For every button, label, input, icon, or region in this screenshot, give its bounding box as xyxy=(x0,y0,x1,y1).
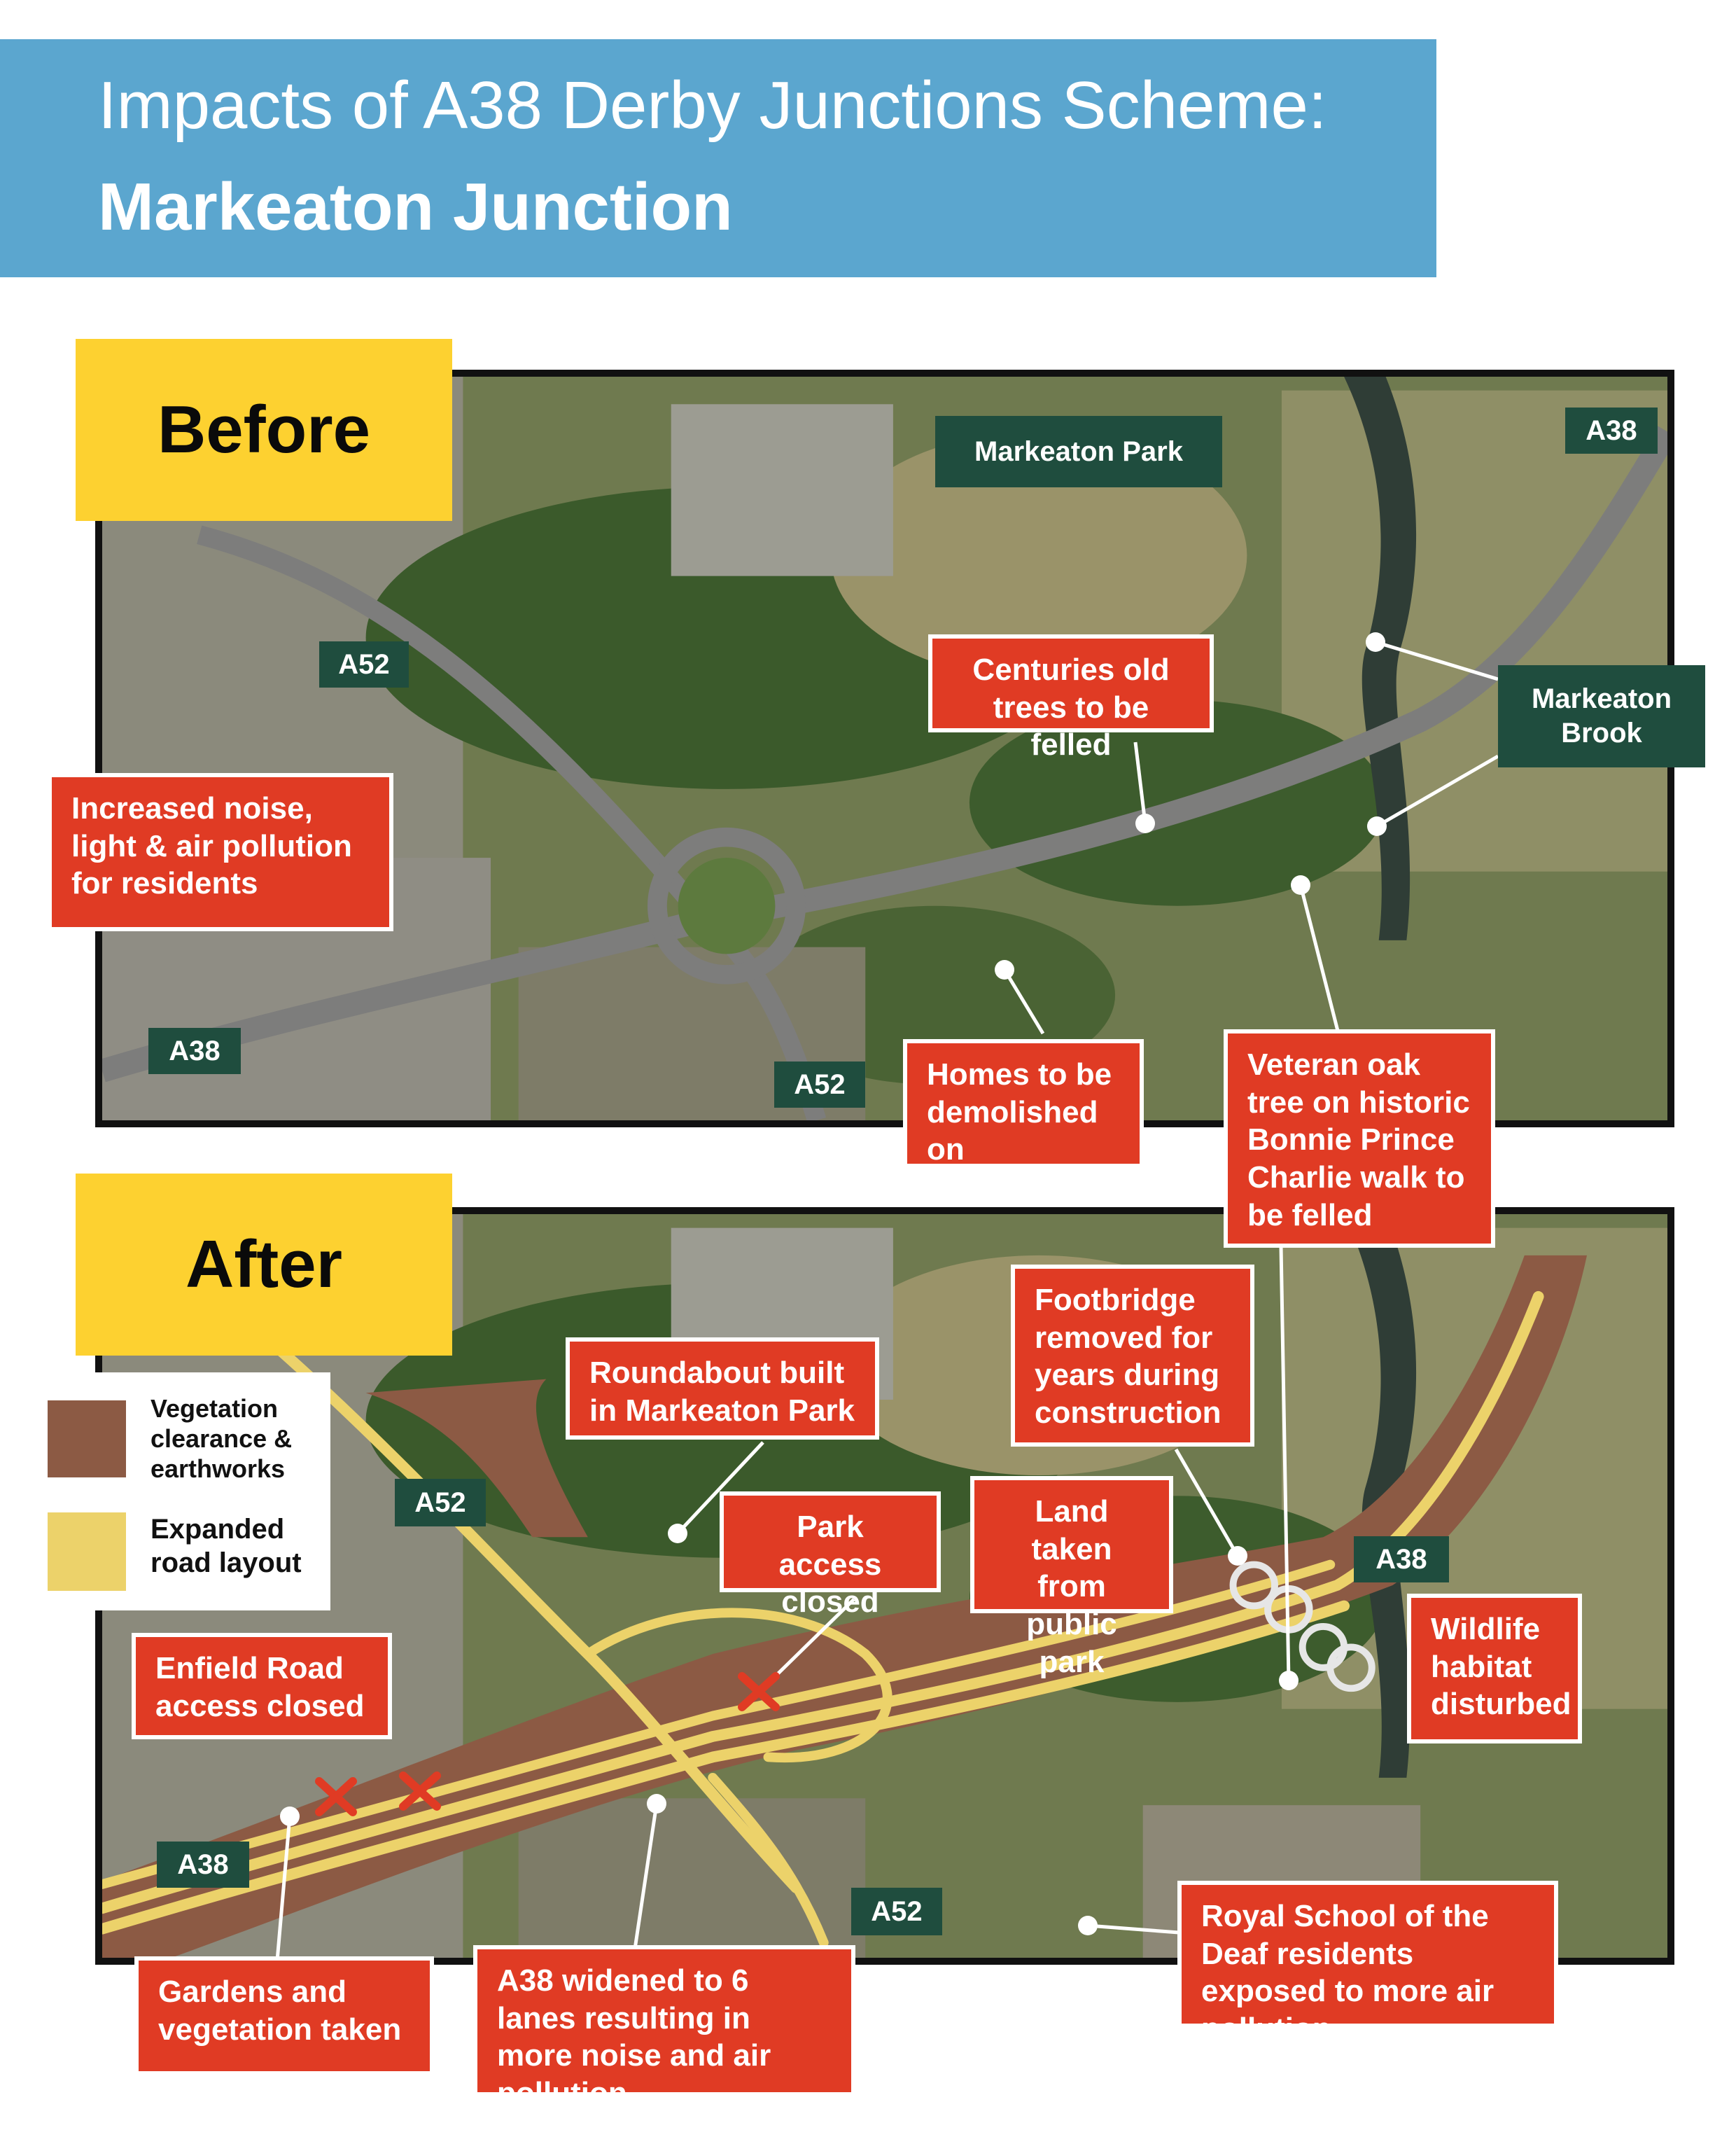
after-road-label-a38-left: A38 xyxy=(157,1842,249,1888)
before-road-label-a52-left: A52 xyxy=(319,641,409,688)
after-road-label-a38-right: A38 xyxy=(1354,1536,1449,1582)
legend-vegetation-swatch xyxy=(48,1400,126,1477)
title-banner: Impacts of A38 Derby Junctions Scheme: M… xyxy=(0,39,1436,277)
markeaton-brook-label: Markeaton Brook xyxy=(1498,665,1705,767)
callout-land-taken: Land taken from public park xyxy=(970,1476,1173,1679)
title-line-1: Impacts of A38 Derby Junctions Scheme: xyxy=(98,68,1327,143)
legend: Vegetation clearance & earthworks Expand… xyxy=(42,1372,330,1610)
callout-homes-demolished: Homes to be demolished on Queensway xyxy=(903,1039,1144,1204)
markeaton-park-label: Markeaton Park xyxy=(935,416,1222,487)
callout-royal-school-deaf: Royal School of the Deaf residents expos… xyxy=(1177,1881,1558,2046)
before-road-label-a52-bottom: A52 xyxy=(774,1061,865,1108)
before-tag: Before xyxy=(76,339,452,521)
legend-expanded-road-label: Expanded road layout xyxy=(150,1514,302,1578)
callout-enfield-road-closed: Enfield Road access closed xyxy=(132,1633,392,1739)
before-road-label-a38-top-right: A38 xyxy=(1565,408,1658,454)
after-tag: After xyxy=(76,1174,452,1356)
before-aerial-image xyxy=(102,377,1667,1120)
legend-expanded-road-swatch xyxy=(48,1512,126,1591)
after-road-label-a52-left: A52 xyxy=(395,1479,486,1526)
title-line-2: Markeaton Junction xyxy=(98,169,733,244)
callout-gardens-vegetation: Gardens and vegetation taken xyxy=(134,1956,434,2075)
callout-wildlife-habitat: Wildlife habitat disturbed xyxy=(1407,1594,1582,1743)
callout-veteran-oak: Veteran oak tree on historic Bonnie Prin… xyxy=(1224,1029,1495,1248)
callout-roundabout-in-park: Roundabout built in Markeaton Park xyxy=(566,1337,879,1440)
callout-a38-widened: A38 widened to 6 lanes resulting in more… xyxy=(473,1945,855,2110)
callout-footbridge-removed: Footbridge removed for years during cons… xyxy=(1011,1265,1254,1447)
before-map xyxy=(95,370,1674,1127)
callout-centuries-old-trees: Centuries old trees to be felled xyxy=(928,634,1214,762)
callout-increased-noise: Increased noise, light & air pollution f… xyxy=(48,773,393,931)
legend-vegetation-label: Vegetation clearance & earthworks xyxy=(150,1394,293,1484)
after-road-label-a52-bottom: A52 xyxy=(851,1888,942,1935)
expanded-road-layout xyxy=(102,1290,1544,1948)
before-road-label-a38-bottom-left: A38 xyxy=(148,1028,241,1074)
callout-park-access-closed: Park access closed xyxy=(720,1491,941,1619)
